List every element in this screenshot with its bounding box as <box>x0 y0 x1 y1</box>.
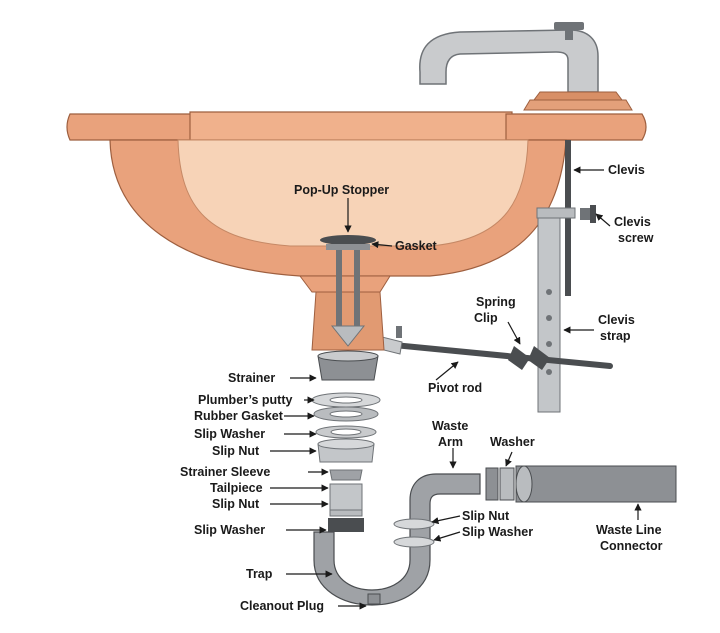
waste-line-connector <box>485 465 677 503</box>
sink-basin <box>66 111 647 293</box>
faucet <box>419 22 633 111</box>
label-slip-nut-mid: Slip Nut <box>212 497 260 511</box>
label-cleanout-plug: Cleanout Plug <box>240 599 324 613</box>
label-clevis-strap-1: Clevis <box>598 313 635 327</box>
strainer-stack <box>311 350 381 532</box>
label-waste-line-2: Connector <box>600 539 663 553</box>
p-trap <box>313 473 481 606</box>
label-waste-arm-2: Arm <box>438 435 463 449</box>
label-strainer-sleeve: Strainer Sleeve <box>180 465 270 479</box>
label-slip-nut-top: Slip Nut <box>212 444 260 458</box>
label-clevis-strap-2: strap <box>600 329 631 343</box>
drain-body <box>311 235 385 351</box>
label-slip-washer-low: Slip Washer <box>194 523 265 537</box>
label-clevis-screw-1: Clevis <box>614 215 651 229</box>
label-slip-nut-right: Slip Nut <box>462 509 510 523</box>
label-clevis: Clevis <box>608 163 645 177</box>
label-spring-clip-2: Clip <box>474 311 498 325</box>
label-trap: Trap <box>246 567 273 581</box>
label-rubber-gasket: Rubber Gasket <box>194 409 284 423</box>
label-pivot-rod: Pivot rod <box>428 381 482 395</box>
label-gasket: Gasket <box>395 239 438 253</box>
labels: Pop-Up Stopper Gasket Clevis Clevis scre… <box>180 163 663 613</box>
label-slip-washer-top: Slip Washer <box>194 427 265 441</box>
leader-lines <box>270 166 642 610</box>
label-strainer: Strainer <box>228 371 275 385</box>
label-spring-clip-1: Spring <box>476 295 516 309</box>
label-pop-up-stopper: Pop-Up Stopper <box>294 183 389 197</box>
label-waste-line-1: Waste Line <box>596 523 662 537</box>
label-waste-arm-1: Waste <box>432 419 468 433</box>
label-tailpiece: Tailpiece <box>210 481 263 495</box>
label-slip-washer-right: Slip Washer <box>462 525 533 539</box>
label-clevis-screw-2: screw <box>618 231 654 245</box>
label-plumbers-putty: Plumber’s putty <box>198 393 293 407</box>
label-washer: Washer <box>490 435 535 449</box>
